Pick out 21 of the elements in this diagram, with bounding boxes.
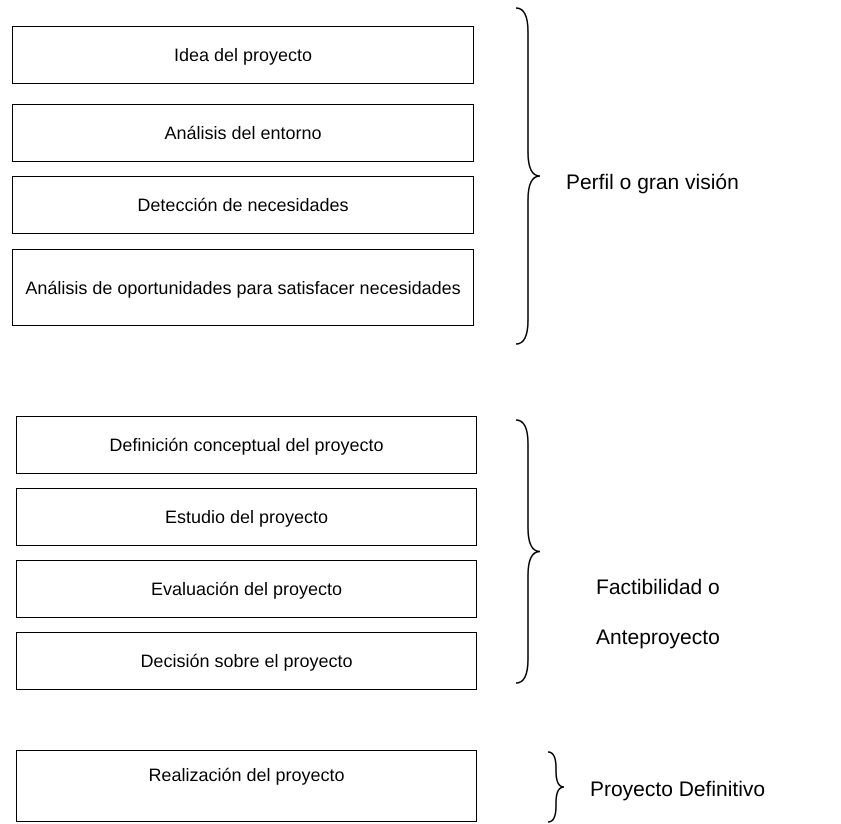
process-box <box>16 560 477 618</box>
box-text: Estudio del proyecto <box>164 506 328 529</box>
box-text: Idea del proyecto <box>174 44 312 67</box>
phase-label: Factibilidad o Anteproyecto <box>596 575 721 651</box>
process-box <box>16 488 477 546</box>
process-box <box>12 249 474 326</box>
process-box <box>12 26 474 84</box>
process-box <box>16 632 477 690</box>
box-text: Definición conceptual del proyecto <box>109 434 384 457</box>
box-text: Decisión sobre el proyecto <box>140 650 353 673</box>
box-text: Detección de necesidades <box>137 194 349 217</box>
process-box <box>16 750 477 822</box>
process-box <box>12 176 474 234</box>
process-box <box>16 416 477 474</box>
box-text: Realización del proyecto <box>148 764 345 787</box>
box-text: Análisis del entorno <box>164 122 322 145</box>
process-box <box>12 104 474 162</box>
phase-label: Proyecto Definitivo <box>590 777 766 803</box>
box-text: Evaluación del proyecto <box>150 578 342 601</box>
phase-label: Perfil o gran visión <box>566 170 739 196</box>
box-text: Análisis de oportunidades para satisfacer necesidades <box>25 276 461 300</box>
